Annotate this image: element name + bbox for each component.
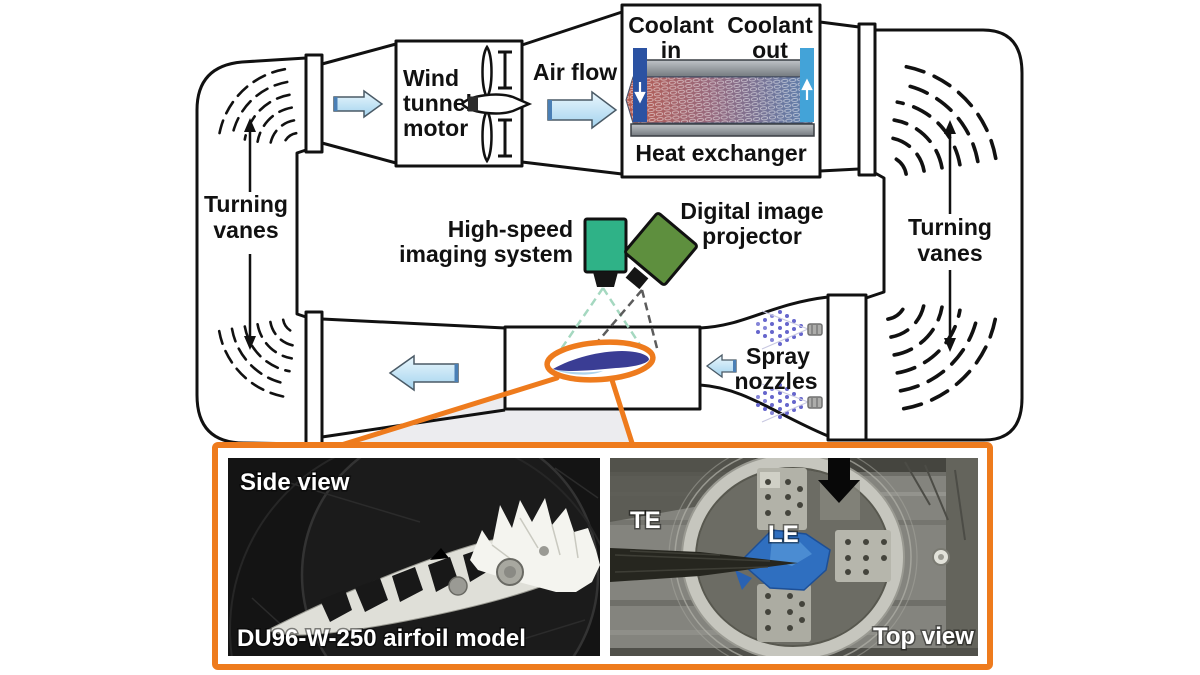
motor-label-2: tunnel: [403, 90, 472, 116]
imaging-system-label-2: imaging system: [399, 241, 573, 267]
side-view-label: Side view: [240, 469, 350, 496]
perforated-plates: [757, 468, 891, 642]
te-label: TE: [630, 507, 661, 534]
turning-vanes-right-label-1: Turning: [908, 214, 992, 240]
imaging-system-label-1: High-speed: [448, 216, 573, 242]
bottom-duct: [321, 295, 829, 439]
airfoil-top-view: [610, 548, 798, 582]
turning-vanes-left-label-1: Turning: [204, 191, 288, 217]
tunnel-loop-left: [195, 56, 307, 446]
top-view-photo: TE LE Top view: [610, 458, 978, 656]
fan-icon: [460, 44, 533, 164]
coolant-out-label-1: Coolant: [727, 12, 813, 38]
blue-tape: [735, 529, 831, 591]
projector-icon: [624, 212, 698, 290]
spray-nozzles-label-2: nozzles: [734, 368, 817, 394]
turning-vanes-right: Turning vanes: [908, 120, 992, 352]
flange-spray-section: [826, 293, 868, 442]
coolant-in-arrow-icon: [634, 82, 646, 104]
flow-arrow-inlet-icon: [333, 89, 384, 119]
flange-top-left: [304, 53, 324, 154]
turning-vanes-left: Turning vanes: [204, 118, 288, 350]
tunnel-loop-right: [865, 28, 1024, 442]
air-flow-label: Air flow: [533, 59, 617, 85]
top-duct: [321, 10, 860, 176]
airfoil-icon: [553, 351, 649, 371]
flow-arrow-spray-icon: [705, 353, 737, 379]
top-view-label: Top view: [873, 623, 974, 650]
turning-vanes-right-label-2: vanes: [917, 240, 982, 266]
spray-nozzles-label-1: Spray: [746, 343, 810, 369]
airfoil-shadow: [553, 369, 603, 375]
airfoil-callout: [335, 339, 656, 449]
motor-label-1: Wind: [403, 65, 459, 91]
flow-arrow-return-icon: [388, 354, 459, 392]
callout-lines: [335, 375, 636, 449]
coolant-out-label-2: out: [752, 37, 788, 63]
wind-tunnel-motor-label: Wind tunnel motor: [403, 65, 472, 141]
projector-label-1: Digital image: [680, 198, 823, 224]
flange-bottom-left: [304, 310, 324, 446]
flow-arrow-airflow-icon: [547, 90, 618, 130]
coolant-in-label-2: in: [661, 37, 681, 63]
le-label: LE: [768, 521, 799, 548]
bolt-icon: [448, 576, 468, 596]
motor-label-3: motor: [403, 115, 468, 141]
projector-label-2: projector: [702, 223, 802, 249]
pointer-arrow-icon: [818, 458, 860, 503]
highspeed-camera-icon: [583, 217, 628, 287]
heat-exchanger-label: Heat exchanger: [635, 140, 806, 166]
heat-exchanger-core: [625, 48, 815, 137]
side-view-photo: Side view DU96-W-250 airfoil model: [228, 458, 600, 656]
turning-vanes-left-label-2: vanes: [213, 217, 278, 243]
airfoil-model-caption: DU96-W-250 airfoil model: [237, 625, 526, 652]
coolant-in-label-1: Coolant: [628, 12, 714, 38]
flange-top-right: [857, 22, 877, 177]
coolant-out-arrow-icon: [801, 78, 813, 100]
